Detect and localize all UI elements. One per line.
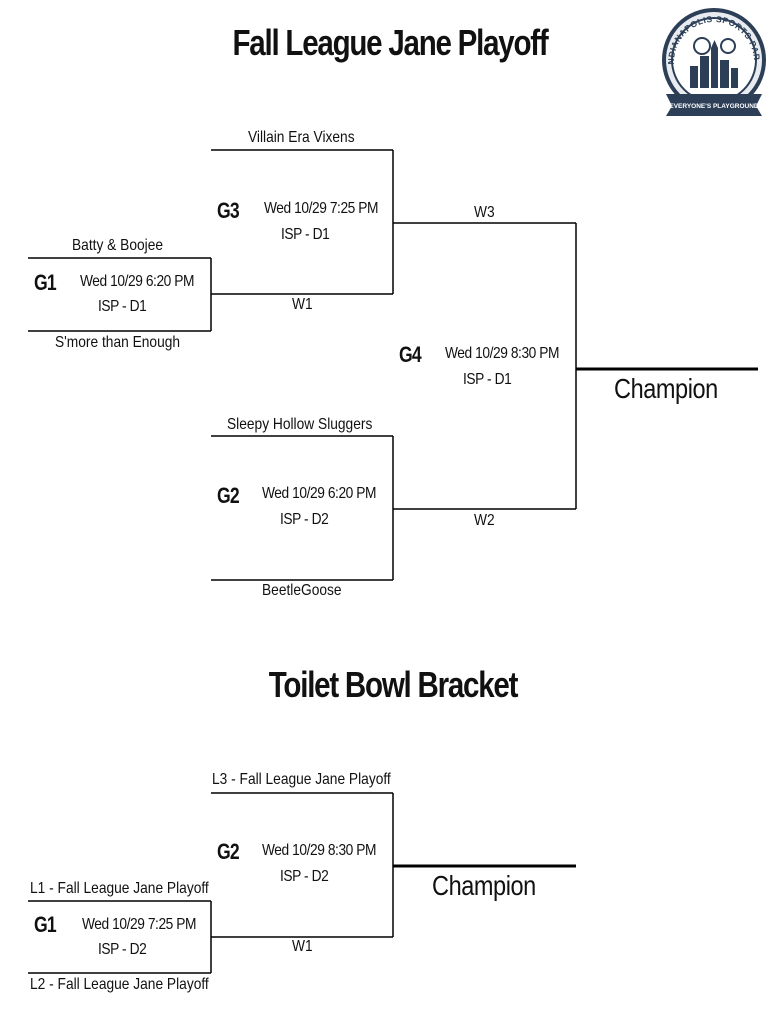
tb-g2-game-time: Wed 10/29 8:30 PM (262, 842, 377, 859)
g4-team-top: W3 (474, 204, 495, 221)
tb-g1-game-id: G1 (34, 912, 57, 937)
tb-g1-game-time: Wed 10/29 7:25 PM (82, 916, 197, 933)
tb-g1-team-bottom: L2 - Fall League Jane Playoff (30, 976, 209, 993)
g4-game-time: Wed 10/29 8:30 PM (445, 345, 560, 362)
tb-g2-game-id: G2 (217, 839, 240, 864)
tb-g2-team-bottom: W1 (292, 938, 313, 955)
tb-g2-team-top: L3 - Fall League Jane Playoff (212, 771, 391, 788)
g1-game-id: G1 (34, 270, 57, 295)
g2-game-location: ISP - D2 (280, 511, 329, 528)
g2-team-top: Sleepy Hollow Sluggers (227, 416, 373, 433)
tb-g2-game-location: ISP - D2 (280, 868, 329, 885)
g4-game-id: G4 (399, 342, 422, 367)
g3-team-bottom: W1 (292, 296, 313, 313)
g4-team-bottom: W2 (474, 512, 495, 529)
g1-game-time: Wed 10/29 6:20 PM (80, 273, 195, 290)
g2-game-time: Wed 10/29 6:20 PM (262, 485, 377, 502)
g1-game-location: ISP - D1 (98, 298, 147, 315)
toilet-bracket-title: Toilet Bowl Bracket (268, 664, 519, 705)
g3-game-time: Wed 10/29 7:25 PM (264, 200, 379, 217)
g4-game-location: ISP - D1 (463, 371, 512, 388)
g2-team-bottom: BeetleGoose (262, 582, 342, 599)
svg-text:EVERYONE'S PLAYGROUND: EVERYONE'S PLAYGROUND (669, 103, 759, 110)
main-bracket-title: Fall League Jane Playoff (232, 22, 548, 63)
g3-team-top: Villain Era Vixens (248, 129, 355, 146)
g3-game-id: G3 (217, 198, 240, 223)
toilet-champion-label: Champion (432, 870, 536, 901)
tb-g1-team-top: L1 - Fall League Jane Playoff (30, 880, 209, 897)
g1-team-bottom: S'more than Enough (55, 334, 181, 351)
g1-team-top: Batty & Boojee (72, 237, 164, 254)
indianapolis-sports-park-logo: INDIANAPOLIS SPORTS PARK EVERYONE'S PLAY… (656, 4, 766, 116)
g3-game-location: ISP - D1 (281, 226, 330, 243)
tb-g1-game-location: ISP - D2 (98, 941, 147, 958)
main-champion-label: Champion (614, 373, 718, 404)
g2-game-id: G2 (217, 483, 240, 508)
